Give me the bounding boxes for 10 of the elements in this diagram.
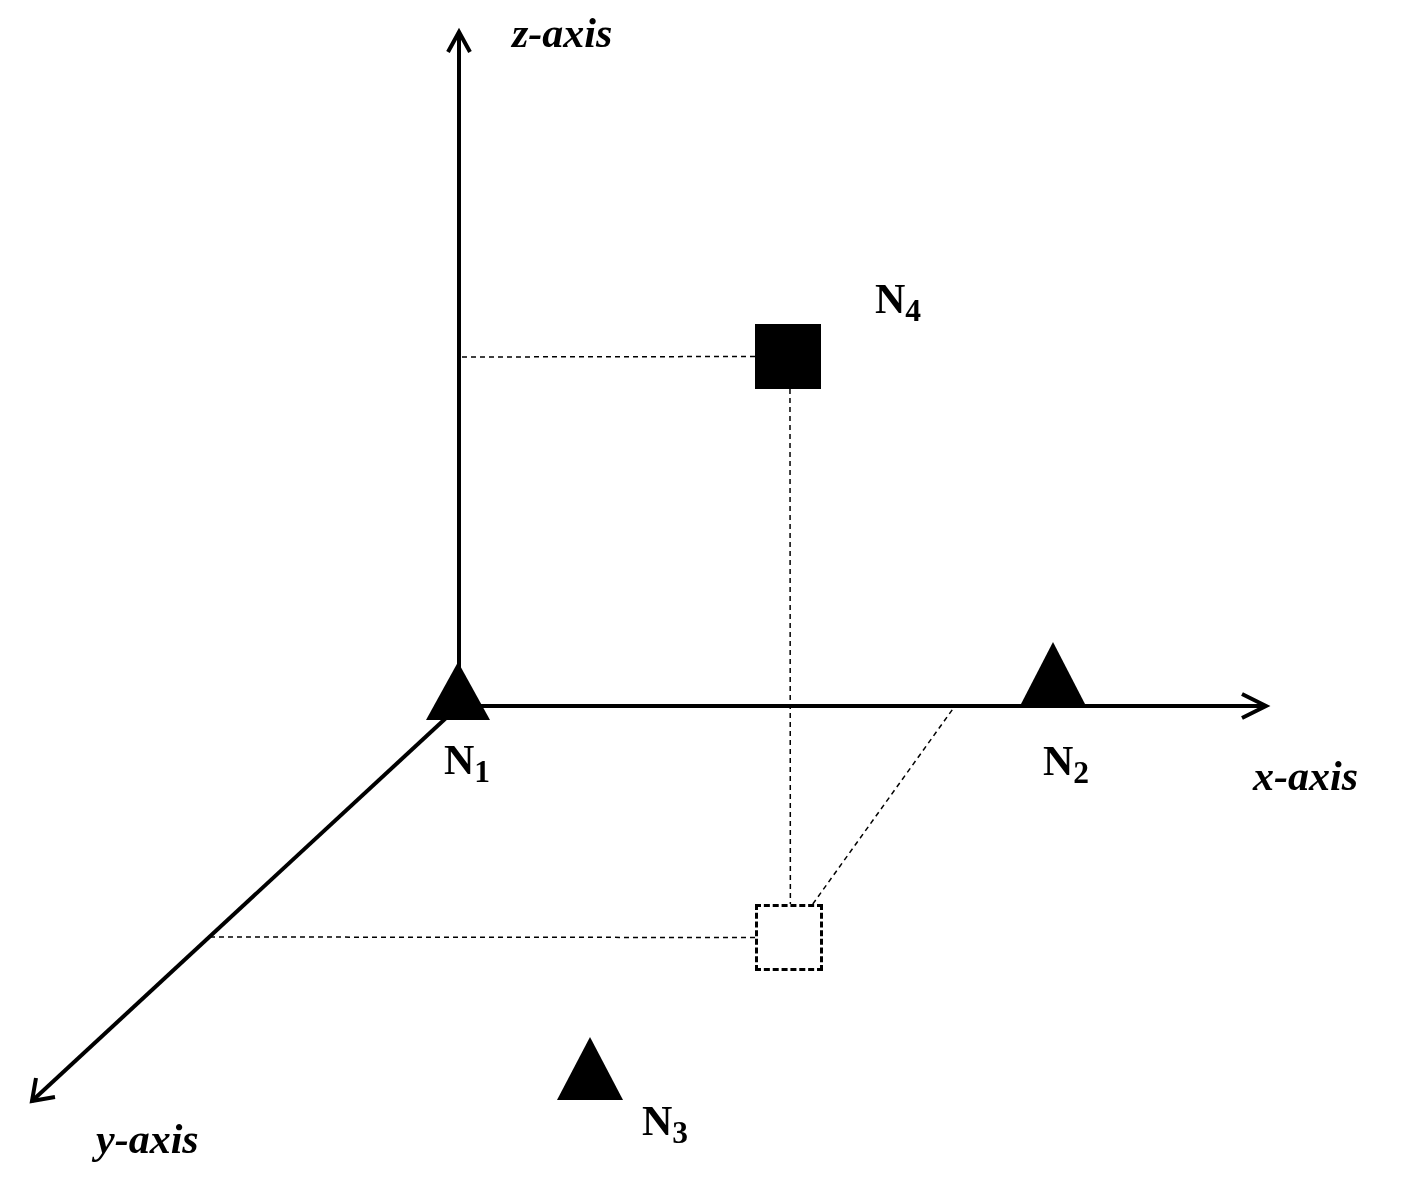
node-label: N$_{4}$ — [875, 278, 922, 320]
axis-label: z-axis — [512, 12, 613, 54]
projection-line — [209, 936, 756, 939]
node-label: N$_{2}$ — [1043, 740, 1090, 782]
projection-line — [459, 355, 756, 358]
node-label: N$_{3}$ — [642, 1100, 689, 1142]
projection-line — [789, 388, 792, 905]
axis-label: x-axis — [1253, 755, 1358, 797]
node-label: N$_{1}$ — [444, 739, 491, 781]
projection-line — [812, 705, 956, 905]
